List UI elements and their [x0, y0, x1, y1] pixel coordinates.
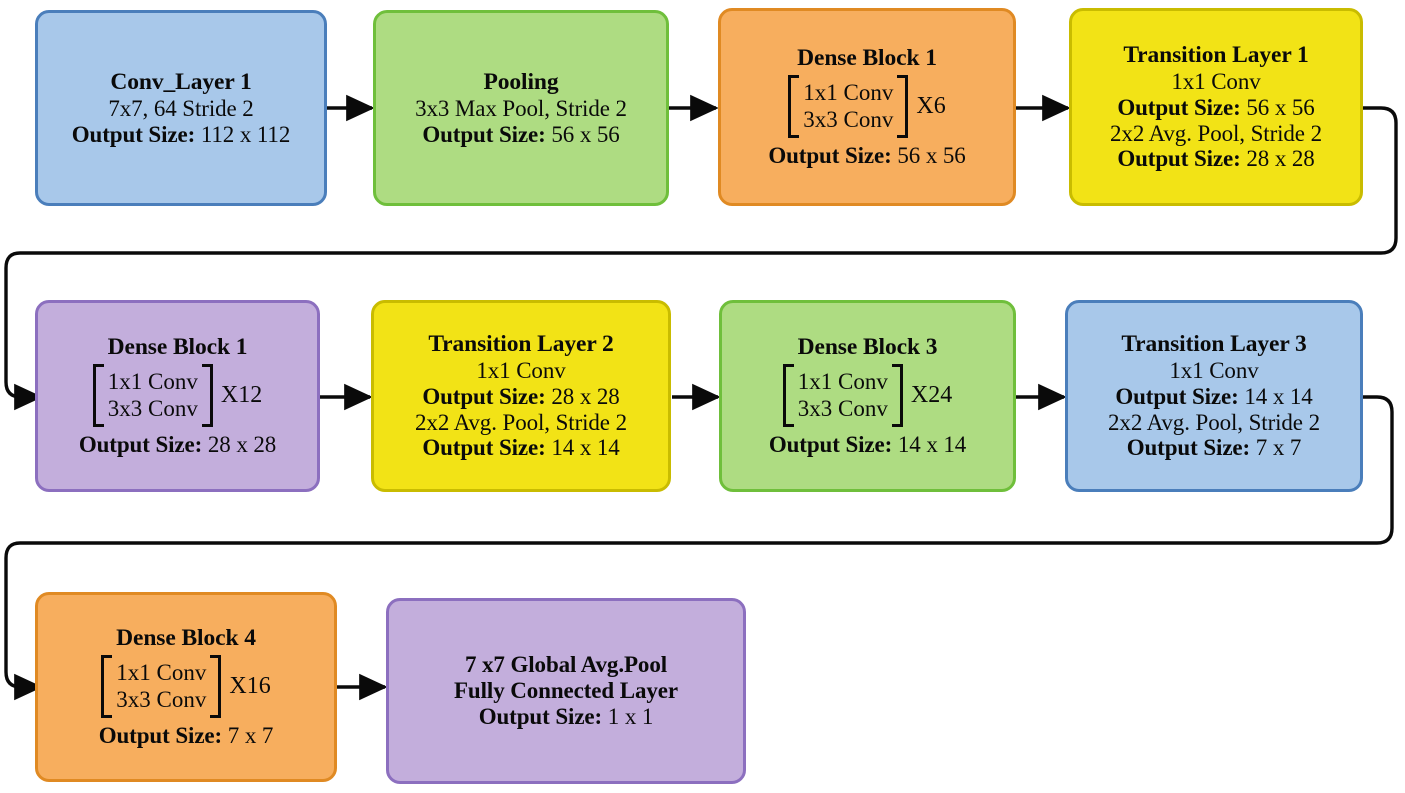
node-title: Dense Block 3 — [797, 334, 938, 361]
output-size-label-2: Output Size: — [422, 435, 546, 461]
output-size-value: 14 x 14 — [1244, 383, 1313, 409]
node-title: Dense Block 4 — [116, 625, 256, 652]
bracket-right — [891, 363, 903, 427]
node-transition-layer-2[interactable]: Transition Layer 2 1x1 Conv Output Size:… — [371, 300, 671, 492]
node-detail-line: 3x3 Max Pool, Stride 2 — [415, 95, 627, 121]
bracket-row-2: 3x3 Conv — [803, 107, 894, 133]
node-title: Transition Layer 3 — [1121, 330, 1307, 357]
node-title: Transition Layer 2 — [428, 330, 614, 357]
node-output-size-2: Output Size: 7 x 7 — [1127, 435, 1302, 461]
node-output-size: Output Size: 28 x 28 — [422, 384, 619, 410]
output-size-label: Output Size: — [768, 142, 892, 168]
node-dense-block-2[interactable]: Dense Block 1 1x1 Conv 3x3 Conv X12 Outp… — [35, 300, 320, 492]
bracket-left — [92, 363, 104, 427]
node-output-size: Output Size: 1 x 1 — [479, 704, 654, 730]
conv-bracket-group: 1x1 Conv 3x3 Conv X24 — [782, 363, 953, 427]
output-size-value: 14 x 14 — [897, 431, 967, 457]
node-pool-line: 2x2 Avg. Pool, Stride 2 — [415, 409, 627, 435]
node-title: Dense Block 1 — [107, 334, 248, 361]
node-output-size-2: Output Size: 28 x 28 — [1117, 146, 1314, 172]
output-size-label-2: Output Size: — [1126, 435, 1251, 461]
node-output-size-2: Output Size: 14 x 14 — [422, 435, 619, 461]
output-size-label: Output Size: — [422, 121, 546, 147]
bracket-right — [897, 74, 909, 138]
output-size-value-2: 7 x 7 — [1255, 435, 1302, 461]
output-size-value: 112 x 112 — [200, 121, 291, 147]
node-dense-block-1[interactable]: Dense Block 1 1x1 Conv 3x3 Conv X6 Outpu… — [718, 8, 1016, 206]
node-title: Transition Layer 1 — [1123, 41, 1309, 68]
node-title: Pooling — [483, 68, 559, 95]
node-title: Dense Block 1 — [797, 45, 937, 72]
output-size-value: 28 x 28 — [551, 383, 620, 409]
output-size-value: 1 x 1 — [607, 703, 654, 729]
classifier-fc-line: Fully Connected Layer — [453, 678, 679, 704]
repeat-multiplier: X24 — [910, 381, 953, 408]
conv-bracket-group: 1x1 Conv 3x3 Conv X16 — [101, 654, 271, 718]
node-detail-line: 1x1 Conv — [1169, 358, 1259, 384]
node-dense-block-3[interactable]: Dense Block 3 1x1 Conv 3x3 Conv X24 Outp… — [719, 300, 1016, 492]
bracket-rows: 1x1 Conv 3x3 Conv — [104, 364, 202, 427]
node-output-size: Output Size: 56 x 56 — [1117, 95, 1314, 121]
output-size-label-2: Output Size: — [1117, 146, 1241, 172]
output-size-label: Output Size: — [478, 703, 603, 729]
bracket-left — [101, 654, 113, 718]
output-size-label: Output Size: — [422, 383, 546, 409]
node-pool-line: 2x2 Avg. Pool, Stride 2 — [1110, 120, 1322, 146]
node-output-size: Output Size: 28 x 28 — [79, 432, 276, 458]
node-dense-block-4[interactable]: Dense Block 4 1x1 Conv 3x3 Conv X16 Outp… — [35, 592, 337, 782]
node-conv-layer-1[interactable]: Conv_Layer 1 7x7, 64 Stride 2 Output Siz… — [35, 10, 327, 206]
node-output-size: Output Size: 56 x 56 — [422, 122, 619, 148]
node-pool-line: 2x2 Avg. Pool, Stride 2 — [1108, 409, 1320, 435]
bracket-row-1: 1x1 Conv — [116, 659, 207, 685]
repeat-multiplier: X6 — [916, 92, 946, 119]
output-size-value: 7 x 7 — [227, 722, 274, 748]
node-pooling[interactable]: Pooling 3x3 Max Pool, Stride 2 Output Si… — [373, 10, 669, 206]
conv-bracket-group: 1x1 Conv 3x3 Conv X6 — [788, 74, 946, 138]
node-transition-layer-1[interactable]: Transition Layer 1 1x1 Conv Output Size:… — [1069, 8, 1363, 206]
node-output-size: Output Size: 56 x 56 — [768, 143, 965, 169]
output-size-value: 56 x 56 — [897, 142, 966, 168]
node-output-size: Output Size: 14 x 14 — [1115, 384, 1312, 410]
output-size-value: 56 x 56 — [1246, 94, 1315, 120]
bracket-row-2: 3x3 Conv — [107, 396, 198, 422]
output-size-value-2: 28 x 28 — [1246, 146, 1315, 172]
node-detail-line: 1x1 Conv — [476, 358, 566, 384]
output-size-label: Output Size: — [1117, 94, 1241, 120]
node-output-size: Output Size: 7 x 7 — [99, 723, 274, 749]
output-size-label: Output Size: — [71, 121, 196, 147]
node-detail-line: 1x1 Conv — [1171, 69, 1261, 95]
classifier-pool-line: 7 x7 Global Avg.Pool — [464, 652, 668, 678]
node-output-size: Output Size: 112 x 112 — [71, 121, 291, 148]
output-size-value: 56 x 56 — [551, 121, 620, 147]
bracket-row-1: 1x1 Conv — [797, 368, 888, 394]
node-title: Conv_Layer 1 — [110, 68, 252, 95]
bracket-rows: 1x1 Conv 3x3 Conv — [799, 75, 897, 138]
bracket-right — [201, 363, 213, 427]
bracket-rows: 1x1 Conv 3x3 Conv — [112, 655, 210, 718]
bracket-row-2: 3x3 Conv — [116, 687, 207, 713]
node-transition-layer-3[interactable]: Transition Layer 3 1x1 Conv Output Size:… — [1065, 300, 1363, 492]
node-detail-line: 7x7, 64 Stride 2 — [108, 95, 254, 121]
bracket-row-1: 1x1 Conv — [803, 79, 894, 105]
output-size-label: Output Size: — [768, 431, 893, 457]
bracket-rows: 1x1 Conv 3x3 Conv — [794, 364, 892, 427]
node-classifier[interactable]: 7 x7 Global Avg.Pool Fully Connected Lay… — [386, 598, 746, 784]
output-size-value: 28 x 28 — [207, 431, 277, 457]
bracket-left — [782, 363, 794, 427]
output-size-value-2: 14 x 14 — [551, 435, 620, 461]
output-size-label: Output Size: — [1115, 383, 1239, 409]
bracket-left — [788, 74, 800, 138]
conv-bracket-group: 1x1 Conv 3x3 Conv X12 — [92, 363, 263, 427]
bracket-row-2: 3x3 Conv — [797, 396, 888, 422]
bracket-right — [210, 654, 222, 718]
output-size-label: Output Size: — [78, 431, 203, 457]
bracket-row-1: 1x1 Conv — [107, 368, 198, 394]
repeat-multiplier: X12 — [220, 381, 263, 408]
output-size-label: Output Size: — [98, 722, 223, 748]
node-output-size: Output Size: 14 x 14 — [769, 432, 966, 458]
repeat-multiplier: X16 — [229, 672, 271, 699]
